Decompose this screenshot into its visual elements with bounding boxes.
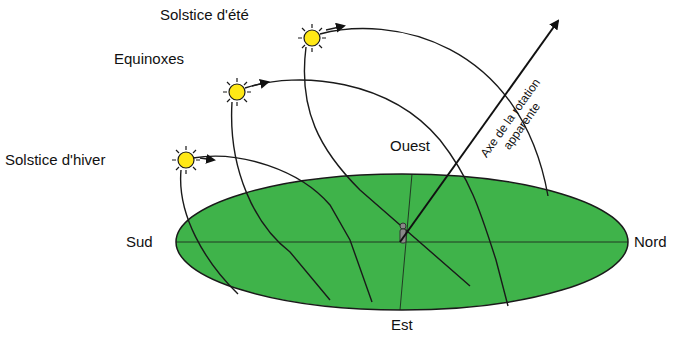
season-label: Solstice d'été — [158, 6, 251, 24]
direction-label: Ouest — [388, 137, 432, 155]
equinox-path — [232, 80, 508, 306]
season-label: Solstice d'hiver — [3, 151, 107, 169]
west-east-line — [400, 174, 412, 310]
summer-path — [304, 26, 548, 286]
direction-label: Nord — [632, 233, 669, 251]
direction-label: Est — [389, 316, 415, 334]
axis-label: Axe de la rotation apparente — [470, 65, 562, 179]
winter-path — [181, 156, 372, 302]
season-label: Equinoxes — [112, 50, 186, 68]
rotation-axis-arrow — [400, 21, 558, 242]
horizon-disk — [176, 174, 628, 310]
sun-symbols — [172, 24, 326, 174]
direction-label: Sud — [124, 233, 155, 251]
